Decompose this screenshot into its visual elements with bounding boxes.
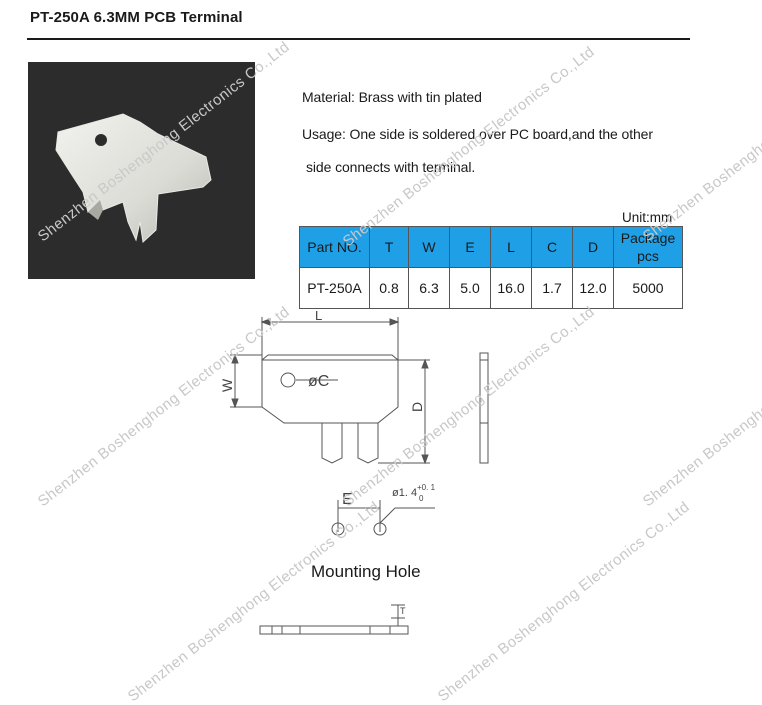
spec-table: Part NO. T W E L C D Package pcs PT-250A… [299,226,683,309]
technical-drawing: L W øC D E ø1. 4 +0. 1 0 T [220,308,489,635]
cell-w: 6.3 [408,267,450,309]
dim-e-label: E [342,491,353,508]
cell-e: 5.0 [449,267,491,309]
header-e: E [449,226,491,268]
header-d: D [572,226,614,268]
dim-c-label: øC [308,373,329,390]
watermark: Shenzhen Boshenghong Electronics Co.,Ltd [639,303,762,511]
header-t: T [369,226,409,268]
header-part-no: Part NO. [299,226,370,268]
mounting-hole-label: Mounting Hole [311,562,421,581]
hole-tol-lower: 0 [419,494,424,503]
hole-tol-upper: +0. 1 [417,483,436,492]
product-photo [28,62,255,279]
header-package-line2: pcs [637,248,659,264]
dim-l-label: L [315,308,322,323]
hole-dim-label: ø1. 4 [392,487,417,499]
cell-package: 5000 [613,267,683,309]
usage-text-line2: side connects with terminal. [306,159,476,175]
cell-d: 12.0 [572,267,614,309]
header-package: Package pcs [613,226,683,268]
header-w: W [408,226,450,268]
dim-t-label: T [400,606,406,616]
spec-header-row: Part NO. T W E L C D Package pcs [299,226,683,268]
page-title: PT-250A 6.3MM PCB Terminal [30,9,243,26]
dim-d-label: D [409,402,425,412]
title-underline [27,38,690,40]
cell-t: 0.8 [369,267,409,309]
header-package-line1: Package [620,230,676,246]
material-text: Material: Brass with tin plated [302,89,482,105]
watermark: Shenzhen Boshenghong Electronics Co.,Ltd [339,43,598,251]
cell-part-no: PT-250A [299,267,370,309]
usage-text-line1: Usage: One side is soldered over PC boar… [302,126,653,142]
dim-w-label: W [220,378,235,392]
unit-label: Unit:mm [622,210,673,225]
header-c: C [531,226,573,268]
header-l: L [490,226,532,268]
cell-c: 1.7 [531,267,573,309]
spec-data-row: PT-250A 0.8 6.3 5.0 16.0 1.7 12.0 5000 [299,267,683,309]
